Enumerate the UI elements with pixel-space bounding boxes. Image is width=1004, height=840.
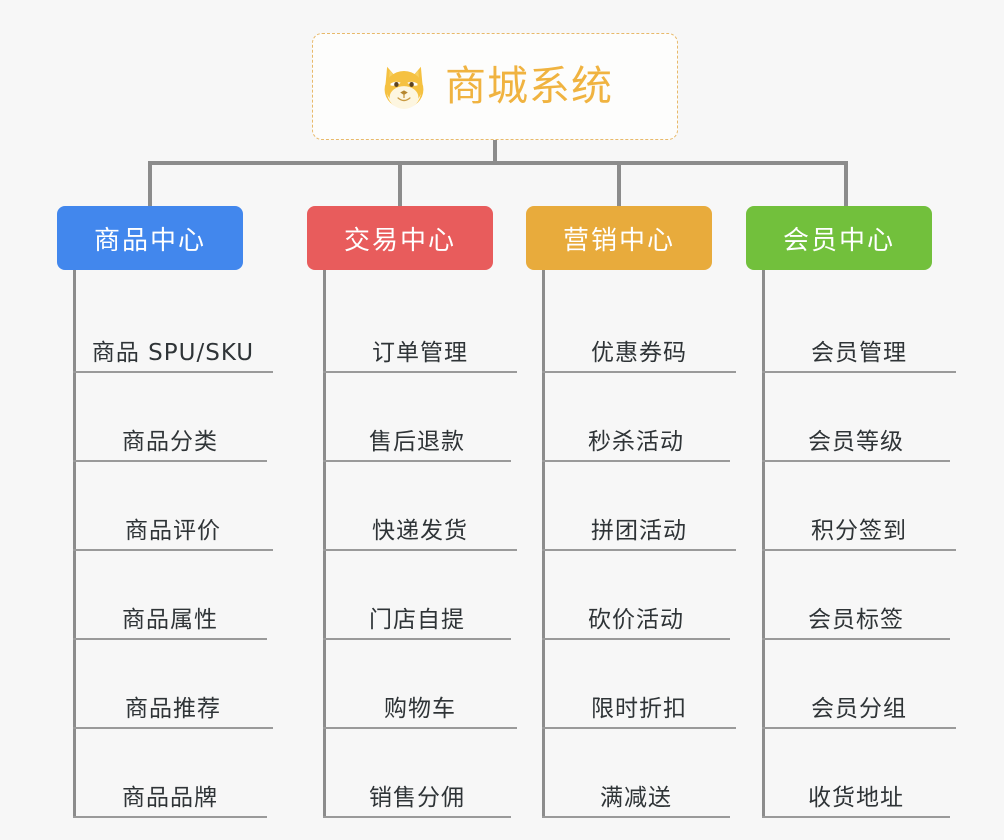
column-items-member-center: 会员管理会员等级积分签到会员标签会员分组收货地址 <box>762 270 956 818</box>
leaf-item-label: 快递发货 <box>372 518 468 544</box>
leaf-item[interactable]: 订单管理 <box>323 284 517 373</box>
leaf-item[interactable]: 秒杀活动 <box>542 373 730 462</box>
leaf-item-label: 会员分组 <box>811 696 907 722</box>
column-member-center: 会员中心会员管理会员等级积分签到会员标签会员分组收货地址 <box>746 206 956 818</box>
connector-drop-1 <box>148 161 152 206</box>
leaf-item[interactable]: 商品评价 <box>73 462 273 551</box>
column-header-product-center[interactable]: 商品中心 <box>57 206 243 270</box>
leaf-item[interactable]: 会员等级 <box>762 373 950 462</box>
leaf-item[interactable]: 拼团活动 <box>542 462 736 551</box>
leaf-item-label: 售后退款 <box>369 429 465 455</box>
leaf-item[interactable]: 商品推荐 <box>73 640 273 729</box>
column-header-label: 交易中心 <box>343 225 456 256</box>
leaf-item-label: 会员标签 <box>808 607 904 633</box>
column-items-trade-center: 订单管理售后退款快递发货门店自提购物车销售分佣 <box>323 270 517 818</box>
connector-drop-4 <box>844 161 848 206</box>
column-items-marketing-center: 优惠券码秒杀活动拼团活动砍价活动限时折扣满减送 <box>542 270 736 818</box>
leaf-item-label: 会员等级 <box>808 429 904 455</box>
column-spine <box>542 270 545 818</box>
connector-drop-2 <box>398 161 402 206</box>
leaf-item[interactable]: 积分签到 <box>762 462 956 551</box>
connector-horizontal-bus <box>148 161 848 165</box>
leaf-item-label: 限时折扣 <box>591 696 687 722</box>
leaf-item-label: 砍价活动 <box>588 607 684 633</box>
leaf-item[interactable]: 收货地址 <box>762 729 950 818</box>
connector-drop-3 <box>617 161 621 206</box>
leaf-item-label: 门店自提 <box>369 607 465 633</box>
leaf-item[interactable]: 销售分佣 <box>323 729 511 818</box>
leaf-item-label: 订单管理 <box>372 340 468 366</box>
leaf-item[interactable]: 售后退款 <box>323 373 511 462</box>
column-header-trade-center[interactable]: 交易中心 <box>307 206 493 270</box>
leaf-item-label: 会员管理 <box>811 340 907 366</box>
leaf-item-label: 商品评价 <box>125 518 221 544</box>
column-items-product-center: 商品 SPU/SKU 商品分类商品评价商品属性商品推荐商品品牌 <box>73 270 273 818</box>
column-header-member-center[interactable]: 会员中心 <box>746 206 932 270</box>
leaf-item-label: 优惠券码 <box>591 340 687 366</box>
root-title: 商城系统 <box>445 62 613 110</box>
column-header-label: 会员中心 <box>782 225 895 256</box>
column-spine <box>762 270 765 818</box>
leaf-item[interactable]: 优惠券码 <box>542 284 736 373</box>
shiba-dog-icon <box>384 66 424 109</box>
leaf-item[interactable]: 会员标签 <box>762 551 950 640</box>
leaf-item-label: 收货地址 <box>808 785 904 811</box>
column-spine <box>73 270 76 818</box>
column-product-center: 商品中心商品 SPU/SKU 商品分类商品评价商品属性商品推荐商品品牌 <box>57 206 273 818</box>
column-trade-center: 交易中心订单管理售后退款快递发货门店自提购物车销售分佣 <box>307 206 517 818</box>
leaf-item[interactable]: 限时折扣 <box>542 640 736 729</box>
leaf-item-label: 积分签到 <box>811 518 907 544</box>
leaf-item-label: 商品属性 <box>122 607 218 633</box>
column-spine <box>323 270 326 818</box>
leaf-item[interactable]: 商品属性 <box>73 551 267 640</box>
column-marketing-center: 营销中心优惠券码秒杀活动拼团活动砍价活动限时折扣满减送 <box>526 206 736 818</box>
leaf-item[interactable]: 商品 SPU/SKU <box>73 284 273 373</box>
column-header-marketing-center[interactable]: 营销中心 <box>526 206 712 270</box>
leaf-item-label: 拼团活动 <box>591 518 687 544</box>
leaf-item-label: 商品品牌 <box>122 785 218 811</box>
leaf-item-label: 商品分类 <box>122 429 218 455</box>
leaf-item-label: 商品 SPU/SKU <box>91 340 255 366</box>
leaf-item[interactable]: 快递发货 <box>323 462 517 551</box>
leaf-item[interactable]: 门店自提 <box>323 551 511 640</box>
leaf-item[interactable]: 满减送 <box>542 729 730 818</box>
leaf-item[interactable]: 商品分类 <box>73 373 267 462</box>
leaf-item-label: 销售分佣 <box>369 785 465 811</box>
leaf-item[interactable]: 购物车 <box>323 640 517 729</box>
leaf-item[interactable]: 会员管理 <box>762 284 956 373</box>
column-header-label: 营销中心 <box>562 225 675 256</box>
column-header-label: 商品中心 <box>93 225 206 256</box>
leaf-item-label: 购物车 <box>384 696 456 722</box>
connector-root-stem <box>493 140 497 165</box>
leaf-item-label: 商品推荐 <box>125 696 221 722</box>
leaf-item[interactable]: 商品品牌 <box>73 729 267 818</box>
leaf-item-label: 秒杀活动 <box>588 429 684 455</box>
leaf-item[interactable]: 砍价活动 <box>542 551 730 640</box>
leaf-item[interactable]: 会员分组 <box>762 640 956 729</box>
leaf-item-label: 满减送 <box>600 785 672 811</box>
root-node[interactable]: 商城系统 <box>312 33 678 140</box>
